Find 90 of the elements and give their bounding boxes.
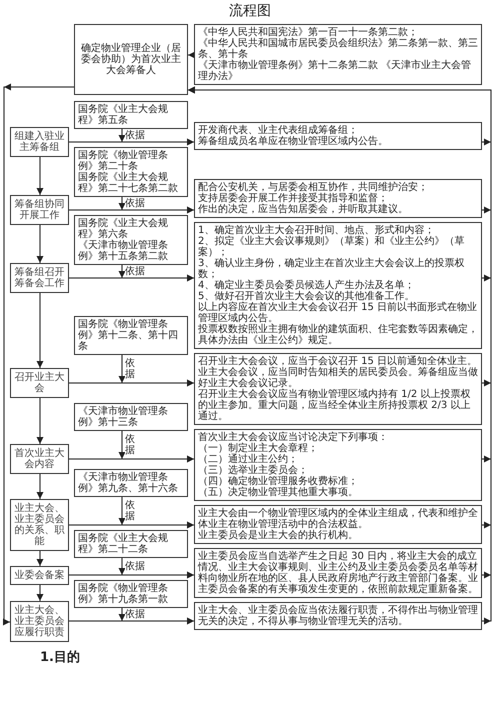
- reference-text: 《天津市物业管理条例》第九条、第十六条: [78, 472, 179, 494]
- description-text: 5、做好召开首次业主大会会议的其他准备工作。: [198, 291, 414, 302]
- arrow: [68, 456, 194, 462]
- reference-box: [74, 530, 188, 558]
- reference-text: 《天津市物业管理条例》第十五条第二款: [78, 240, 169, 262]
- step-label: 组建入驻业主筹备组: [14, 131, 65, 153]
- process-box: [74, 24, 188, 95]
- edge-label: 依据: [125, 561, 145, 572]
- reference-text: 国务院《物业管理条例》第二十条: [78, 150, 169, 172]
- reference-text: 国务院《业主大会规程》第五条: [78, 104, 169, 126]
- arrow: [68, 274, 194, 282]
- edge-label: 依据: [125, 358, 135, 380]
- description-text: 投票权数按照业主拥有物业的建筑面积、住宅套数等因素确定，具体办法由《业主公约》规定。: [198, 324, 478, 346]
- arrow: [36, 224, 44, 264]
- description-text: 2、拟定《业主大会议事规则》（草案）和《业主公约》（草案）；: [198, 236, 466, 258]
- reference-text: 国务院《业主大会规程》第六条: [78, 218, 169, 240]
- description-text: （二）通过业主公约；: [198, 454, 298, 465]
- description-box: [194, 353, 482, 425]
- step-label: 筹备组召开筹备会工作: [14, 267, 65, 289]
- step-label: 业主大会、业主委员会的关系、职能: [14, 503, 65, 547]
- reference-text: 国务院《物业管理条例》第十九条第一款: [78, 583, 169, 605]
- arrow: [36, 474, 44, 500]
- edge-label: 依据: [125, 500, 135, 522]
- diagram-title: 流程图: [229, 3, 271, 20]
- arrow: [68, 380, 194, 386]
- reference-box: [74, 147, 188, 197]
- reference-text: 国务院《业主大会规程》第二十七条第二款: [78, 172, 179, 194]
- description-box: [194, 222, 482, 349]
- reference-box: [74, 580, 188, 608]
- arrow: [36, 156, 44, 196]
- step-label: 筹备组协同开展工作: [14, 199, 65, 221]
- description-text: 业主大会、业主委员会应当依法履行职责，不得作出与物业管理无关的决定，不得从事与物业管理无关的活动。: [198, 605, 478, 627]
- description-box: [194, 505, 482, 544]
- reference-box: [194, 24, 482, 85]
- description-box: [194, 122, 482, 150]
- reference-box: [74, 316, 188, 355]
- description-text: 业主委员会应当自选举产生之日起 30 日内，将业主大会的成立情况、业主大会议事规则、业主公约及业主委员会委员名单等材料向物业所在地的区、县人民政府房地产行政主管部门备案。业主委员会备案的有关事项发生变更的，依照前款规定重新备案。: [198, 551, 478, 595]
- description-text: 以上内容应在首次业主大会会议召开 15 日前以书面形式在物业管理区域内公告。: [198, 302, 478, 324]
- process-label: 确定物业管理企业（居委会协助）为首次业主大会筹备人: [80, 43, 182, 76]
- description-text: 支持居委会开展工作并接受其指导和监督；: [198, 193, 388, 204]
- description-text: （一）制定业主大会章程；: [198, 443, 318, 454]
- edge-label: 依据: [125, 609, 145, 620]
- description-text: 1、确定首次业主大会召开时间、地点、形式和内容；: [198, 225, 434, 236]
- reference-box: [74, 215, 188, 265]
- edge-label: 依据: [125, 130, 145, 141]
- description-text: 3、确认业主身份，确定业主在首次业主大会会议上的投票权数；: [198, 258, 466, 280]
- arrow: [68, 618, 194, 624]
- reference-text: 《中华人民共和国城市居民委员会组织法》第二条第一款、第三条、第十条: [198, 38, 478, 60]
- arrow: [188, 52, 195, 58]
- arrow: [68, 206, 194, 214]
- description-box: [194, 179, 482, 218]
- reference-text: 《中华人民共和国宪法》第一百一十一条第二款；: [198, 27, 418, 38]
- reference-text: 国务院《业主大会规程》第二十二条: [78, 533, 169, 555]
- section-heading: 1.目的: [40, 650, 80, 666]
- description-text: 开发商代表、业主代表组成筹备组；: [198, 125, 358, 136]
- step-label: 召开业主大会: [14, 372, 65, 394]
- description-text: 召开业主大会会议，应当于会议召开 15 日以前通知全体业主。业主大会会议，应当同时告知相关的居民委员会。筹备组应当做好业主大会会议记录。: [198, 356, 478, 389]
- description-text: 4、确定业主委员会委员候选人产生办法及名单；: [198, 280, 414, 291]
- description-text: 配合公安机关，与居委会相互协作，共同维护治安；: [198, 182, 428, 193]
- description-text: 业主委员会是业主大会的执行机构。: [198, 530, 358, 541]
- description-text: 首次业主大会会议应当讨论决定下列事项：: [198, 432, 388, 443]
- description-text: （三）选举业主委员会；: [198, 465, 308, 476]
- arrow: [36, 292, 44, 368]
- arrow: [68, 522, 194, 528]
- description-box: [194, 602, 482, 630]
- description-text: （五）决定物业管理其他重大事项。: [198, 487, 358, 498]
- reference-box: [74, 101, 188, 129]
- reference-box: [74, 403, 188, 431]
- arrow: [36, 550, 44, 566]
- arrow: [36, 584, 44, 602]
- reference-box: [74, 469, 188, 497]
- step-box: [10, 566, 69, 585]
- description-text: 筹备组成员名单应在物业管理区域内公告。: [198, 136, 388, 147]
- description-text: （四）确定物业管理服务收费标准；: [198, 476, 358, 487]
- reference-text: 《天津市物业管理条例》第十二条第二款 《天津市业主大会管理办法》: [198, 60, 472, 82]
- description-text: 业主大会由一个物业管理区域内的全体业主组成，代表和维护全体业主在物业管理活动中的合法权益。: [198, 508, 478, 530]
- arrow: [68, 572, 194, 578]
- reference-text: 《天津市物业管理条例》第十三条: [78, 406, 169, 428]
- reference-text: 国务院《物业管理条例》第十二条、第十四条: [78, 319, 179, 352]
- step-label: 业委会备案: [14, 570, 64, 581]
- edge-label: 依据: [125, 266, 145, 277]
- edge-label: 依据: [125, 434, 135, 456]
- description-text: 召开业主大会会议应当有物业管理区域内持有 1/2 以上投票权的业主参加。重大问题，应当经全体业主所持投票权 2/3 以上通过。: [198, 389, 472, 422]
- step-label: 首次业主大会内容: [14, 448, 65, 470]
- step-label: 业主大会、业主委员会应履行职责: [14, 605, 65, 638]
- arrow: [36, 398, 44, 444]
- arrow: [68, 138, 194, 146]
- edge-label: 依据: [125, 198, 145, 209]
- description-box: [194, 429, 482, 501]
- description-text: 作出的决定，应当告知居委会，并听取其建议。: [198, 204, 408, 215]
